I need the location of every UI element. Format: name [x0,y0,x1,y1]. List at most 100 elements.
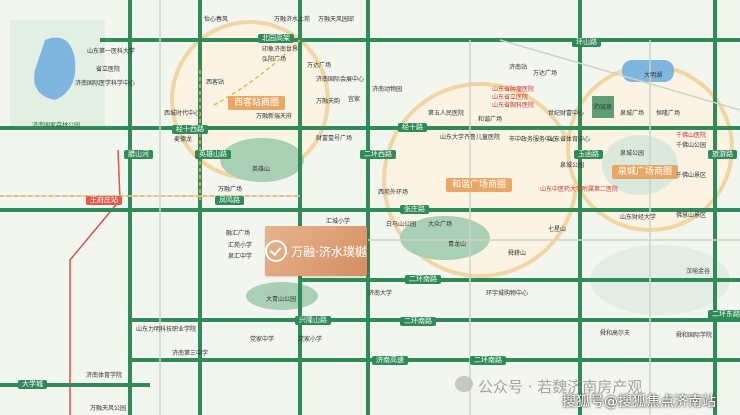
poi-label: 宜家 [348,96,361,103]
poi-label: 山东省胸科医院 [492,102,535,109]
baotu-spring [592,96,614,118]
poi-label: 山东省立医院 [492,94,529,101]
poi-label: 万融广场 [218,186,243,193]
wechat-icon [455,376,473,392]
project-brand: 万融 [291,244,316,259]
poi-label: 融汇广场 [226,230,251,237]
road-erhuan-nan: 二环南路 [405,275,441,284]
poi-label: 泉城公园 [620,150,645,157]
poi-label: 汉峪金谷 [686,268,711,275]
poi-label: 山东第一医科大学 [87,48,136,55]
poi-label: 山东省肿瘤医院 [492,86,535,93]
poi-label: 财富壹号广场 [316,135,353,142]
poi-label: 大明湖 [644,72,663,79]
poi-label: 泉汇中学 [228,253,253,260]
poi-label: 山东力明科技职业学院 [136,326,197,333]
watermark-wechat: 公众号 · 若魏济南房产观 [478,378,643,396]
poi-label: 济南体育学院 [86,372,123,379]
road-jingshi-west: 经十西路 [172,125,208,134]
road-erhuan-xi: 二环西路 [360,150,396,159]
poi-label: 世纪财富中心 [548,110,585,117]
poi-label: 和谐广场 [478,116,503,123]
poi-label: 万融天韵 [316,98,341,105]
poi-label: 麦德龙 [174,136,193,143]
project-name: ·济水璞樾 [315,244,367,259]
poi-label: 千佛山景区 [676,172,707,179]
district-west: 西客站商圈 [228,96,286,110]
poi-label: 济南站 [509,64,528,71]
poi-label: 西客站 [206,79,225,86]
forest-lake [34,37,76,100]
poi-label: 趵突泉 [594,104,613,111]
project-logo-icon [265,240,288,262]
road-shunhua: 旅游路 [708,150,737,159]
road-zhongbu: 王府庄站 [86,196,122,205]
road-lashan: 腊山河 [124,150,153,159]
poi-label: 党家小学 [298,336,323,343]
poi-label: 弘阳广场 [262,56,287,63]
road-erhuan-dong: 二环东路 [708,310,740,319]
road-erhuan-nan-2: 二环南路 [400,317,436,326]
poi-label: 千佛山医院 [676,132,707,139]
poi-label: 山东大学齐鲁儿童医院 [440,134,501,141]
road-jingnan: 济南高速 [372,356,408,365]
poi-label: 汇城小学 [326,218,351,225]
poi-label: 舜和国际学院 [676,332,713,339]
poi-label: 泉城广场 [620,110,645,117]
poi-label: 泉城公园 [560,162,585,169]
road-fengming: 凤鸣路 [215,196,244,205]
river-line [69,149,121,415]
poi-label: 环宇城购物中心 [486,290,529,297]
road-zhangzhuang: 张庄路 [400,205,429,214]
road-erhuan-nan-3: 二环南路 [470,356,506,365]
poi-label: 千佛山公园 [676,142,707,149]
district-central: 和谐广场商圈 [446,178,513,192]
daming-lake [622,60,674,82]
poi-label: 七星山 [548,226,567,233]
road-zhongqu: 玉函路 [574,150,603,159]
poi-label: 西苑外环场 [378,189,409,196]
poi-label: 万融天风园邸 [318,16,355,23]
poi-label: 舜耕山 [508,250,527,257]
poi-label: 党家中学 [250,336,275,343]
poi-label: 英雄山 [252,166,271,173]
poi-label: 大众广场 [428,221,453,228]
poi-label: 万融新瑞天府 [256,113,293,120]
poi-label: 万融济水上苑 [274,16,311,23]
road-yinhe: 兴隆山路 [295,316,331,325]
district-east: 泉城广场商圈 [612,165,679,179]
poi-label: 山东中医药大学附属第二医院 [540,186,619,193]
poi-label: 万达广场 [307,62,332,69]
project-marker[interactable]: 万融 ·济水璞樾 [265,226,367,276]
poi-label: 省立医院 [96,66,121,73]
poi-label: 西城时代中心 [164,110,201,117]
poi-label: 万达广场 [533,70,558,77]
poi-label: 济南大学 [368,290,393,297]
poi-label: 济南动物园 [372,86,403,93]
road-jingshi: 经十路 [398,123,427,132]
poi-label: 济南国际会展中心 [316,76,365,83]
poi-label: 山东省体育中心 [548,136,591,143]
poi-label: 济南第三中学 [172,350,209,357]
poi-label: 大青山公园 [266,296,297,303]
poi-label: 白马山公园 [386,221,417,228]
hill-2 [400,216,490,260]
poi-label: 佛慧山景区 [676,212,707,219]
poi-label: 第五人民医院 [428,110,465,117]
poi-label: 汇苑小学 [228,242,253,249]
poi-label: 万融天风公园 [90,405,127,412]
poi-label: 市中政务服务中心 [509,136,558,143]
poi-label: 青龙山 [448,241,467,248]
poi-label: 怡心春风 [204,16,229,23]
poi-label: 济南国家森林公园 [32,122,81,129]
watermark-sohu: 搜狐号@搜狐焦点济南站 [562,394,716,410]
poi-label: 济南国际医学科学中心 [75,80,136,87]
road-huanshan: 环山路 [572,38,601,47]
poi-label: 恒隆广场 [656,110,681,117]
poi-label: 山东财经大学 [620,214,657,221]
road-wanshou: 英雄山路 [195,150,231,159]
road-beiyuan: 北园高架 [258,34,294,43]
